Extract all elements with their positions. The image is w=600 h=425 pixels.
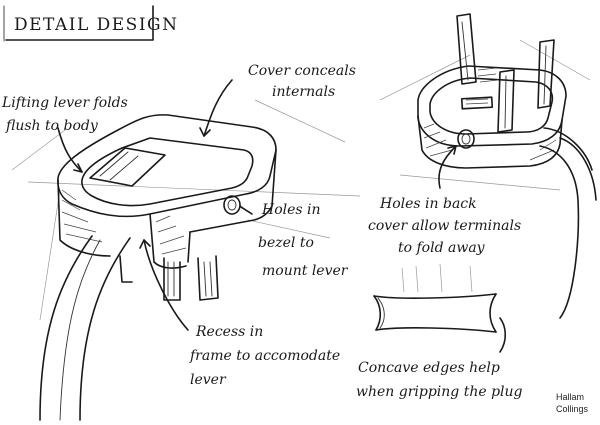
annotation-lifting-lever: Lifting lever folds flush to body (1, 95, 128, 134)
annotation-holes-back: Holes in back cover allow terminals to f… (368, 196, 521, 256)
cable-icon (543, 127, 593, 171)
back-hole-icon (457, 129, 475, 149)
label-line: flush to body (5, 118, 99, 134)
title-text: DETAIL DESIGN (14, 15, 179, 35)
label-line: internals (272, 84, 335, 100)
pin-icon (456, 13, 477, 85)
label-line: Cover conceals (248, 63, 356, 79)
pin-icon (197, 255, 219, 301)
pin-icon (163, 257, 181, 301)
title-box: DETAIL DESIGN (3, 5, 179, 42)
label-line: Holes in back (379, 196, 477, 212)
label-line: Recess in (195, 324, 263, 340)
leader-lines (57, 79, 507, 353)
concave-edge-sketch (373, 263, 497, 333)
label-line: Lifting lever folds (1, 95, 128, 111)
annotation-holes-bezel: Holes in bezel to mount lever (258, 202, 349, 279)
plug-front-sketch (11, 99, 361, 421)
annotation-concave: Concave edges help when gripping the plu… (356, 360, 523, 400)
label-line: when gripping the plug (356, 384, 523, 400)
cable-icon (39, 235, 93, 421)
signature-last: Collings (556, 404, 589, 414)
label-line: to fold away (398, 240, 486, 256)
signature-first: Hallam (556, 392, 584, 402)
annotation-recess: Recess in frame to accomodate lever (189, 324, 340, 388)
plug-back-sketch (379, 13, 597, 319)
bezel-hole-icon (223, 195, 241, 215)
label-line: frame to accomodate (189, 348, 340, 364)
label-line: Concave edges help (358, 360, 500, 376)
label-line: cover allow terminals (368, 218, 521, 234)
terminal-slot-icon (460, 96, 494, 110)
signature: Hallam Collings (556, 392, 589, 414)
pin-icon (537, 39, 555, 109)
label-line: Holes in (261, 202, 321, 218)
annotation-cover: Cover conceals internals (248, 63, 356, 100)
label-line: mount lever (262, 263, 349, 279)
pin-icon (497, 69, 515, 133)
label-line: bezel to (258, 235, 314, 251)
label-line: lever (190, 372, 227, 388)
